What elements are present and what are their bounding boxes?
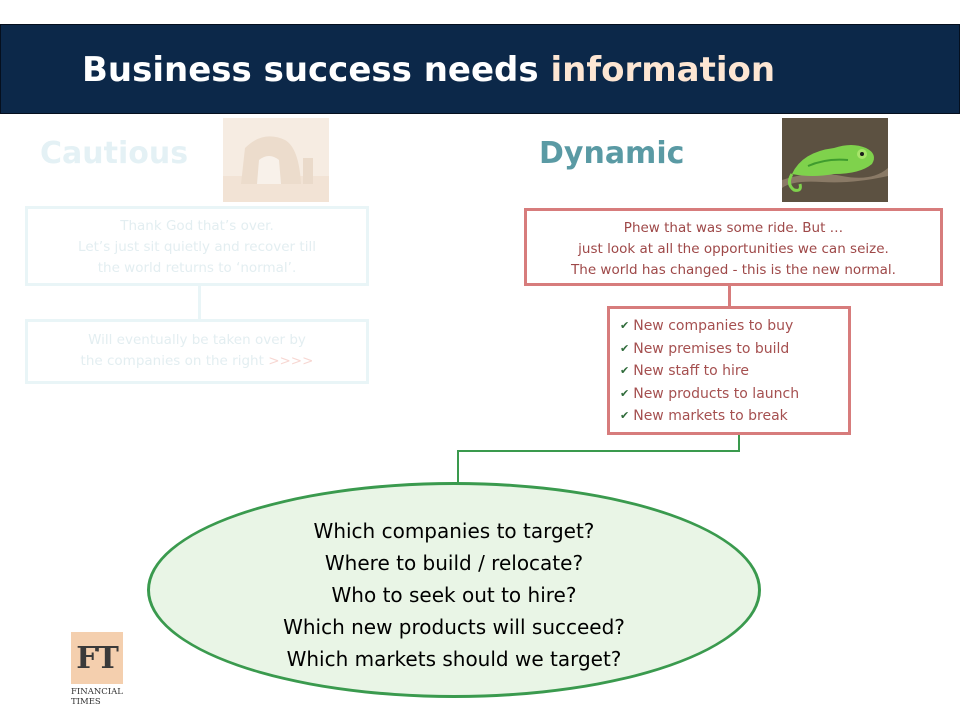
- list-item: ✔New premises to build: [620, 338, 848, 361]
- title-main: Business success needs: [82, 50, 539, 90]
- ruins-image: [223, 118, 329, 202]
- cautious-outcome-line: Will eventually be taken over by: [88, 332, 306, 348]
- question-text: Who to seek out to hire?: [331, 583, 577, 607]
- title-accent: information: [550, 50, 776, 90]
- opportunity-text: New premises to build: [633, 340, 790, 357]
- list-item: ✔New staff to hire: [620, 360, 848, 383]
- dynamic-mindset-box: Phew that was some ride. But … just look…: [524, 208, 943, 286]
- ft-logo-line: FINANCIAL: [71, 687, 123, 697]
- right-arrows: >>>>: [268, 353, 314, 369]
- list-item: ✔New markets to break: [620, 405, 848, 428]
- chameleon-photo: [782, 118, 888, 202]
- opportunity-text: New staff to hire: [633, 363, 749, 379]
- cautious-heading: Cautious: [40, 136, 189, 171]
- check-icon: ✔: [620, 319, 630, 332]
- dynamic-connector: [728, 286, 731, 307]
- cautious-mindset-box: Thank God that’s over. Let’s just sit qu…: [25, 206, 369, 286]
- opportunity-text: New products to launch: [633, 385, 800, 402]
- dynamic-line: The world has changed - this is the new …: [571, 262, 896, 278]
- cautious-line: the world returns to ‘normal’.: [97, 260, 297, 276]
- ft-letters: FT: [76, 640, 119, 676]
- check-icon: ✔: [620, 409, 630, 422]
- ft-logo-line: TIMES: [71, 697, 101, 707]
- cautious-line: Let’s just sit quietly and recover till: [78, 239, 316, 255]
- chameleon-image: [782, 118, 888, 202]
- question-text: Which markets should we target?: [286, 647, 622, 671]
- question-text: Which new products will succeed?: [283, 615, 625, 639]
- cautious-line: Thank God that’s over.: [120, 218, 274, 234]
- question-text: Which companies to target?: [313, 519, 595, 543]
- list-item: ✔New products to launch: [620, 383, 848, 406]
- question-text: Where to build / relocate?: [324, 551, 584, 575]
- financial-times-logo: FT FINANCIAL TIMES: [71, 632, 127, 716]
- cautious-outcome-line: the companies on the right >>>>: [28, 351, 366, 372]
- check-icon: ✔: [620, 364, 630, 377]
- questions-ellipse: Which companies to target? Where to buil…: [147, 482, 761, 698]
- cautious-connector: [198, 286, 201, 320]
- ft-logo-mark: FT: [71, 632, 123, 684]
- title-banner: [0, 24, 960, 114]
- opportunities-list-box: ✔New companies to buy ✔New premises to b…: [607, 306, 851, 435]
- dynamic-heading: Dynamic: [539, 136, 685, 171]
- check-icon: ✔: [620, 386, 630, 400]
- cautious-outcome-box: Will eventually be taken over by the com…: [25, 319, 369, 384]
- cautious-outcome-text: the companies on the right: [80, 353, 264, 369]
- dynamic-line: just look at all the opportunities we ca…: [578, 241, 889, 257]
- opportunities-list: ✔New companies to buy ✔New premises to b…: [620, 315, 848, 428]
- dynamic-line: Phew that was some ride. But …: [623, 220, 844, 236]
- check-icon: ✔: [620, 341, 630, 355]
- ruins-photo: [223, 118, 329, 202]
- opportunity-text: New companies to buy: [633, 318, 794, 334]
- list-item: ✔New companies to buy: [620, 315, 848, 338]
- slide-title: Business success needs information: [82, 50, 775, 90]
- opportunity-text: New markets to break: [633, 408, 788, 424]
